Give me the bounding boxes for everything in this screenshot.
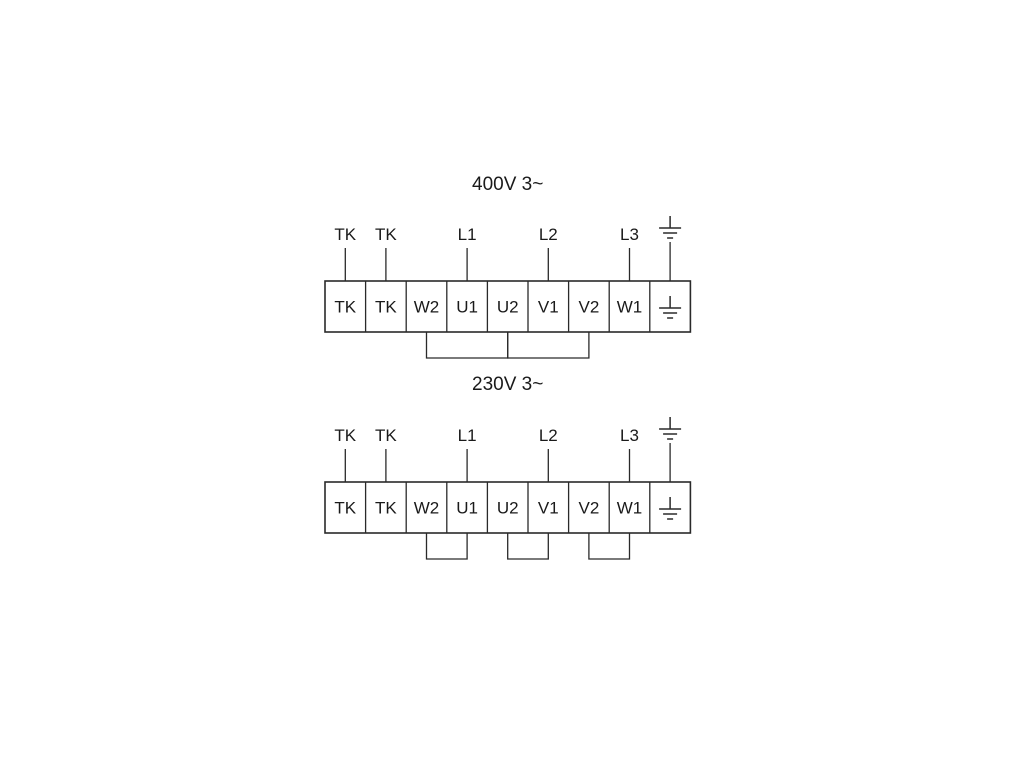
terminal-label-v2: V2	[579, 499, 600, 518]
supply-label-tk: TK	[375, 426, 397, 445]
supply-ground-icon	[659, 417, 682, 440]
terminal-label-u2: U2	[497, 499, 519, 518]
terminal-diagram-400v: 400V 3~ TK TK W2 U1 U2 V1 V2 W1 TK TK L1 L2 L3	[324, 174, 692, 359]
supply-label-l2: L2	[539, 426, 558, 445]
diagram-title: 230V 3~	[472, 374, 543, 395]
supply-label-tk: TK	[375, 225, 397, 244]
supply-label-l3: L3	[620, 426, 639, 445]
bridge-v2-w1	[588, 533, 631, 560]
diagram-title: 400V 3~	[472, 174, 543, 195]
terminal-label-v2: V2	[579, 298, 600, 317]
supply-label-l1: L1	[458, 225, 477, 244]
supply-ground-icon	[659, 216, 682, 239]
terminal-diagram-230v: 230V 3~ TK TK W2 U1 U2 V1 V2 W1 TK TK L1 L2 L3	[324, 374, 692, 560]
terminal-label-w2: W2	[414, 499, 440, 518]
terminal-label-tk: TK	[375, 298, 397, 317]
supply-label-l3: L3	[620, 225, 639, 244]
terminal-label-w1: W1	[617, 499, 643, 518]
terminal-label-u2: U2	[497, 298, 519, 317]
bridge-u2-v2	[507, 332, 590, 359]
terminal-label-tk: TK	[334, 298, 356, 317]
supply-label-tk: TK	[334, 426, 356, 445]
terminal-label-u1: U1	[456, 499, 478, 518]
terminal-label-v1: V1	[538, 298, 559, 317]
terminal-label-w1: W1	[617, 298, 643, 317]
terminal-label-tk: TK	[375, 499, 397, 518]
bridge-u2-v1	[507, 533, 549, 560]
terminal-block	[324, 280, 692, 333]
bridge-w2-u1	[425, 533, 468, 560]
terminal-ground-icon	[659, 296, 682, 319]
terminal-ground-icon	[659, 497, 682, 520]
bridge-w2-u2	[425, 332, 509, 359]
supply-label-l1: L1	[458, 426, 477, 445]
terminal-label-u1: U1	[456, 298, 478, 317]
terminal-label-tk: TK	[334, 499, 356, 518]
terminal-label-v1: V1	[538, 499, 559, 518]
supply-label-tk: TK	[334, 225, 356, 244]
terminal-label-w2: W2	[414, 298, 440, 317]
supply-label-l2: L2	[539, 225, 558, 244]
